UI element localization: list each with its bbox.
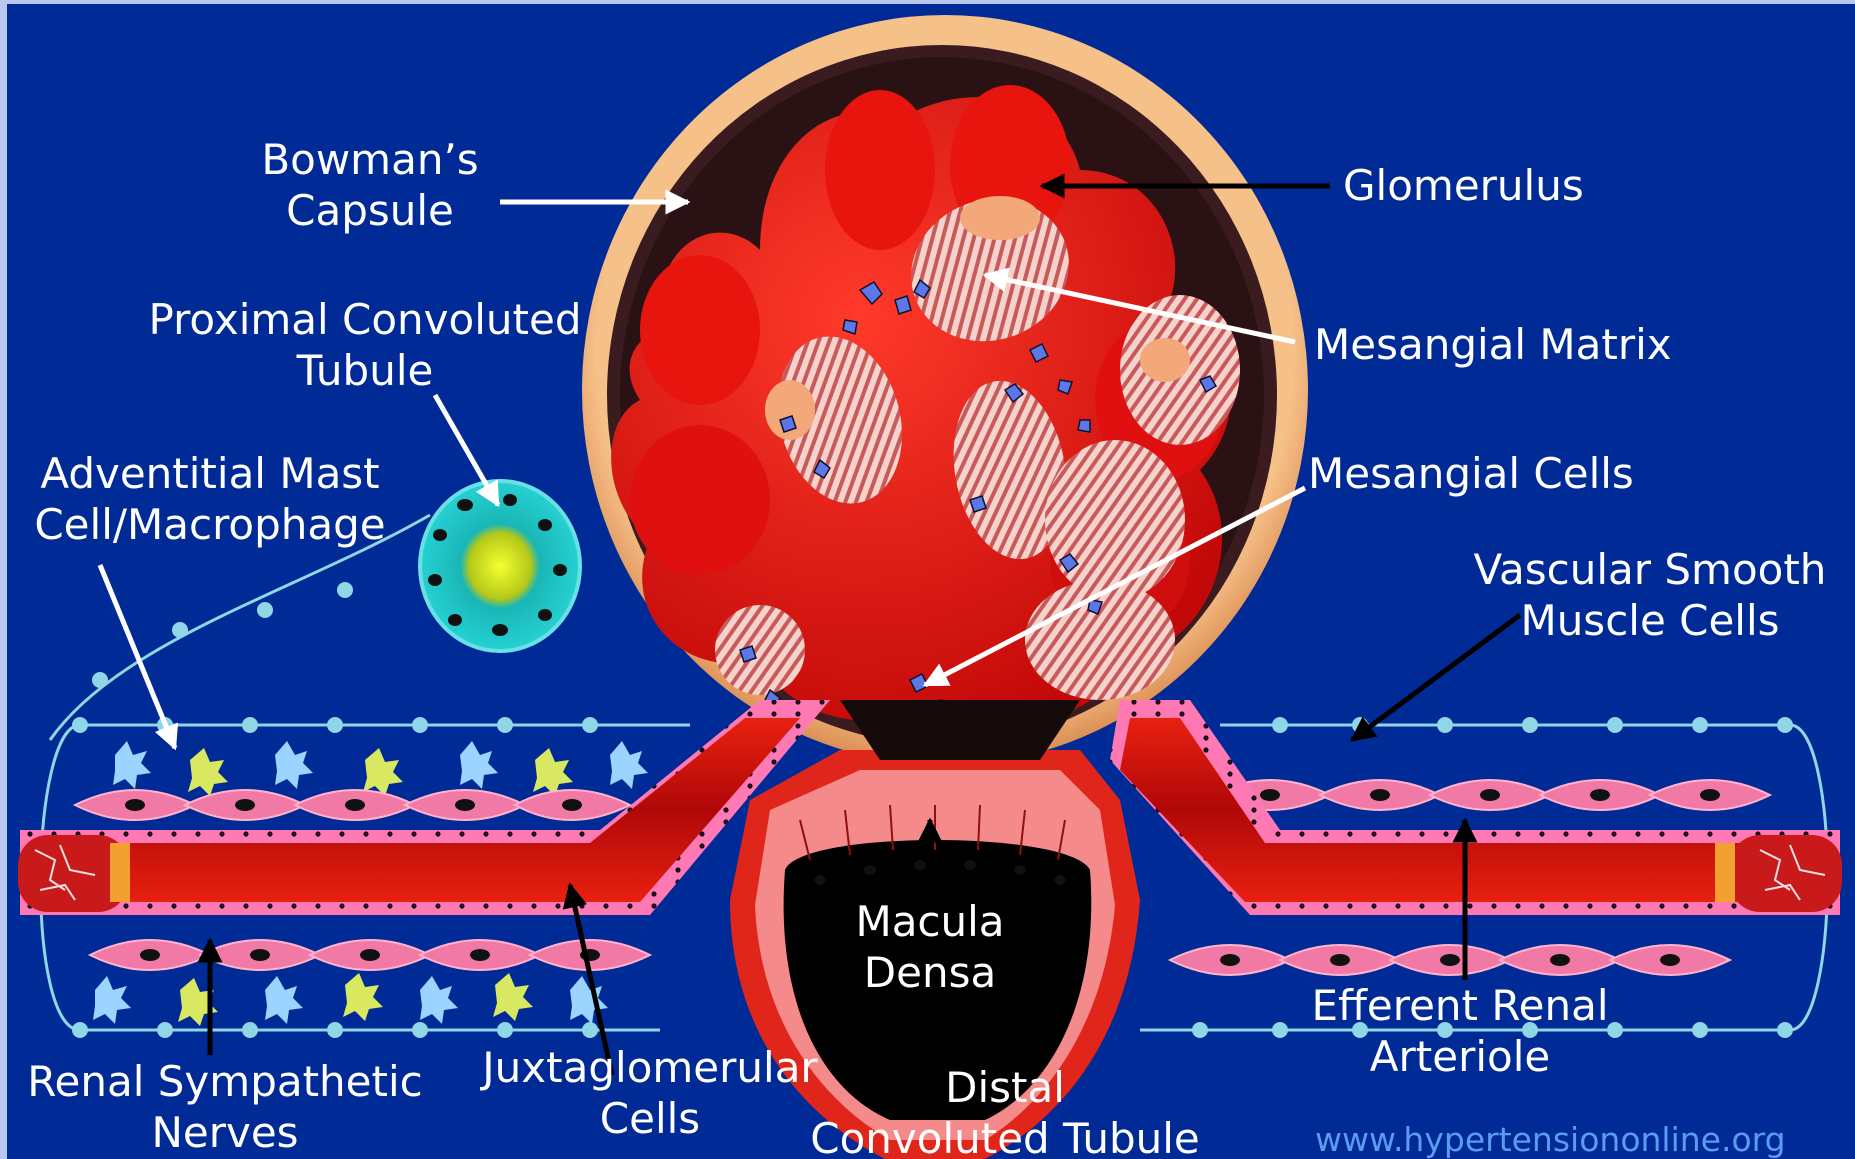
left-border [0, 0, 7, 1159]
label-sympathetic-line1: Renal Sympathetic [20, 1056, 430, 1107]
label-efferent-line2: Arteriole [1300, 1031, 1620, 1082]
website-watermark: www.hypertensiononline.org [1315, 1120, 1786, 1159]
label-proximal-tubule-line2: Tubule [140, 345, 590, 396]
top-border [0, 0, 1855, 4]
label-efferent-renal-arteriole: Efferent Renal Arteriole [1300, 980, 1620, 1082]
label-distal-line2: Convoluted Tubule [800, 1113, 1210, 1159]
label-jg-line2: Cells [470, 1093, 830, 1144]
label-renal-sympathetic-nerves: Renal Sympathetic Nerves [20, 1056, 430, 1158]
label-macula-densa-line2: Densa [830, 947, 1030, 998]
label-adventitial-line1: Adventitial Mast [25, 448, 395, 499]
label-juxtaglomerular-cells: Juxtaglomerular Cells [470, 1042, 830, 1144]
label-bowmans-capsule: Bowman’s Capsule [250, 134, 490, 236]
label-vsmc-line1: Vascular Smooth [1465, 544, 1835, 595]
macrophage-cell [420, 481, 580, 651]
label-jg-line1: Juxtaglomerular [470, 1042, 830, 1093]
label-proximal-tubule-line1: Proximal Convoluted [140, 294, 590, 345]
label-distal-line1: Distal [800, 1062, 1210, 1113]
label-sympathetic-line2: Nerves [20, 1107, 430, 1158]
label-macula-densa-line1: Macula [830, 896, 1030, 947]
label-vsmc-line2: Muscle Cells [1465, 595, 1835, 646]
label-adventitial-line2: Cell/Macrophage [25, 499, 395, 550]
label-proximal-convoluted-tubule: Proximal Convoluted Tubule [140, 294, 590, 396]
label-mesangial-matrix: Mesangial Matrix [1314, 319, 1672, 370]
label-vascular-smooth-muscle-cells: Vascular Smooth Muscle Cells [1465, 544, 1835, 646]
label-macula-densa: Macula Densa [830, 896, 1030, 998]
label-efferent-line1: Efferent Renal [1300, 980, 1620, 1031]
label-adventitial-mast-cell: Adventitial Mast Cell/Macrophage [25, 448, 395, 550]
label-bowmans-capsule-line1: Bowman’s [250, 134, 490, 185]
label-glomerulus: Glomerulus [1343, 160, 1584, 211]
label-bowmans-capsule-line2: Capsule [250, 185, 490, 236]
label-mesangial-cells: Mesangial Cells [1308, 448, 1634, 499]
label-distal-convoluted-tubule: Distal Convoluted Tubule [800, 1062, 1210, 1159]
arrow-adventitial-mast-cell [100, 565, 175, 748]
